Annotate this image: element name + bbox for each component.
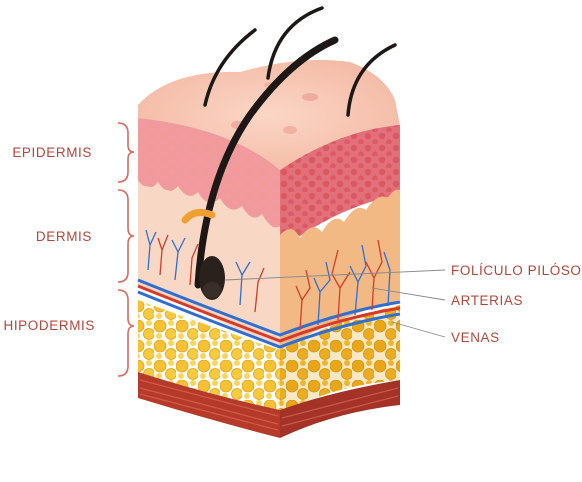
bracket-epidermis: [117, 122, 135, 183]
leader-venas: [391, 321, 446, 338]
label-venas: VENAS: [451, 330, 500, 345]
left-brackets: [117, 122, 135, 377]
bracket-dermis: [117, 189, 135, 283]
label-arterias: ARTERIAS: [451, 293, 524, 308]
leader-lines: [224, 269, 446, 338]
top-surface: [138, 59, 400, 170]
horizontal-vessels: [137, 278, 401, 349]
front-face: [138, 118, 280, 438]
label-epidermis: EPIDERMIS: [12, 145, 92, 160]
side-face: [280, 125, 400, 438]
hair-follicle: [181, 36, 339, 300]
label-foliculo-piloso: FOLÍCULO PILÓSO: [451, 263, 582, 278]
leader-foliculo: [224, 269, 446, 281]
leader-arterias: [371, 287, 446, 301]
label-dermis: DERMIS: [35, 229, 92, 244]
hairs: [203, 6, 397, 117]
label-hipodermis: HIPODERMIS: [3, 318, 95, 333]
bracket-hipodermis: [117, 289, 135, 377]
